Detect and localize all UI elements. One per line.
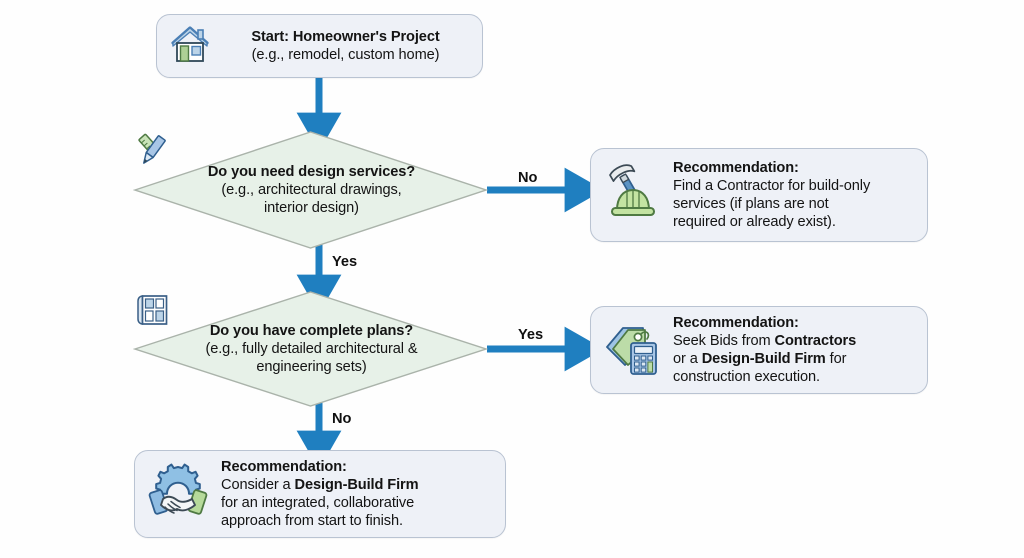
- diamond-shape: [133, 131, 488, 249]
- node-decision-plans-text: Do you have complete plans? (e.g., fully…: [133, 290, 488, 408]
- node-rec-designbuild[interactable]: Recommendation: Consider a Design-Build …: [134, 450, 506, 538]
- diamond-shape: [133, 291, 488, 407]
- rec-bids-line-2: or a Design-Build Firm for: [673, 350, 913, 368]
- node-decision-plans-labels: Do you have complete plans? (e.g., fully…: [205, 322, 417, 376]
- rec-designbuild-line-1-strong: Design-Build Firm: [294, 476, 419, 493]
- node-start-subtitle: (e.g., remodel, custom home): [251, 47, 440, 63]
- rec-contractor-line-3: required or already exist).: [673, 214, 836, 231]
- node-decision-plans[interactable]: Do you have complete plans? (e.g., fully…: [133, 290, 488, 408]
- decision-plans-question: Do you have complete plans?: [209, 322, 414, 339]
- node-rec-contractor-text: Recommendation: Find a Contractor for bu…: [673, 159, 913, 231]
- house-icon: [167, 21, 213, 72]
- node-decision-design-text: Do you need design services? (e.g., arch…: [133, 130, 488, 250]
- hammer-hardhat-icon: [601, 162, 663, 229]
- node-start-text: Start: Homeowner's Project (e.g., remode…: [223, 28, 468, 64]
- node-rec-designbuild-text: Recommendation: Consider a Design-Build …: [221, 458, 491, 530]
- edge-label-plans-yes: Yes: [518, 327, 544, 343]
- rec-bids-line-2-post: for: [825, 351, 847, 367]
- edge-label-plans-no: No: [332, 411, 352, 427]
- decision-design-detail-1: (e.g., architectural drawings,: [221, 181, 402, 198]
- rec-designbuild-line-3: approach from start to finish.: [221, 513, 403, 530]
- edge-label-design-no: No: [518, 170, 538, 186]
- rec-bids-line-1-pre: Seek Bids from: [673, 332, 775, 349]
- node-decision-design[interactable]: Do you need design services? (e.g., arch…: [133, 130, 488, 250]
- rec-designbuild-heading: Recommendation:: [221, 458, 347, 475]
- node-rec-bids-text: Recommendation: Seek Bids from Contracto…: [673, 314, 913, 386]
- rec-bids-line-1-strong: Contractors: [774, 332, 857, 349]
- decision-design-question: Do you need design services?: [207, 163, 416, 180]
- node-start-title: Start: Homeowner's Project: [251, 28, 440, 45]
- rec-bids-heading: Recommendation:: [673, 314, 799, 331]
- node-rec-bids[interactable]: Recommendation: Seek Bids from Contracto…: [590, 306, 928, 394]
- node-decision-design-labels: Do you need design services? (e.g., arch…: [208, 163, 415, 217]
- rec-bids-line-3: construction execution.: [673, 369, 820, 386]
- node-start[interactable]: Start: Homeowner's Project (e.g., remode…: [156, 14, 483, 78]
- rec-contractor-line-1: Find a Contractor for build-only: [673, 177, 871, 194]
- decision-design-detail-2: interior design): [264, 200, 359, 217]
- node-rec-contractor[interactable]: Recommendation: Find a Contractor for bu…: [590, 148, 928, 242]
- rec-bids-line-2-pre: or a: [673, 351, 702, 367]
- decision-plans-detail-1: (e.g., fully detailed architectural &: [205, 340, 418, 357]
- rec-contractor-line-2: services (if plans are not: [673, 196, 829, 212]
- decision-plans-detail-2: engineering sets): [256, 359, 367, 376]
- rec-designbuild-line-1: Consider a Design-Build Firm: [221, 476, 491, 494]
- rec-designbuild-line-2: for an integrated, collaborative: [221, 495, 415, 511]
- rec-bids-line-1: Seek Bids from Contractors: [673, 332, 913, 350]
- rec-designbuild-line-1-pre: Consider a: [221, 476, 295, 493]
- pricetag-calculator-icon: [601, 317, 663, 384]
- gear-handshake-icon: [145, 459, 211, 530]
- rec-bids-line-2-strong: Design-Build Firm: [701, 351, 826, 367]
- edge-label-design-yes: Yes: [332, 254, 358, 270]
- rec-contractor-heading: Recommendation:: [673, 159, 799, 176]
